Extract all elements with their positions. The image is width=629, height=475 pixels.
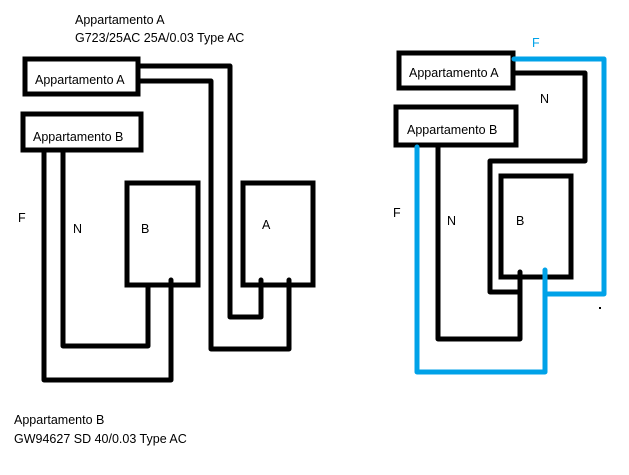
left-box-appartamento-a: [22, 56, 141, 97]
right-wire-f-a: [511, 56, 607, 297]
left-wire-a-2: [137, 78, 292, 352]
left-label-n: N: [73, 222, 83, 236]
right-label-n-top: N: [540, 92, 550, 106]
right-box-appartamento-a: [396, 50, 516, 91]
panel-a-title: Appartamento A: [75, 13, 165, 27]
left-wire-a-1: [137, 63, 264, 320]
panel-a-breaker: G723/25AC 25A/0.03 Type AC: [75, 31, 245, 45]
left-box-appartamento-b: [20, 111, 144, 153]
right-wire-n-b: [435, 144, 523, 342]
panel-b-title: Appartamento B: [14, 413, 105, 427]
left-appartamento-a-label: Appartamento A: [35, 73, 125, 87]
right-box-appartamento-b: [393, 104, 519, 148]
right-label-f: F: [393, 206, 401, 220]
right-box-b: [498, 173, 574, 280]
panel-b-breaker: GW94627 SD 40/0.03 Type AC: [14, 432, 187, 446]
right-wire-n-a: [487, 70, 588, 295]
left-appartamento-b-label: Appartamento B: [33, 130, 124, 144]
right-label-n: N: [447, 214, 457, 228]
left-box-a: [240, 180, 316, 288]
stray-dot: [599, 307, 601, 309]
right-wire-f-b: [414, 144, 548, 375]
left-box-b: [124, 180, 201, 288]
left-label-f: F: [18, 211, 26, 225]
left-wire-f-b: [41, 149, 174, 383]
right-box-b-label: B: [516, 214, 525, 228]
left-wire-n-b: [60, 149, 151, 349]
left-box-b-label: B: [141, 222, 150, 236]
right-label-f-top: F: [532, 36, 540, 50]
right-appartamento-a-label: Appartamento A: [409, 66, 499, 80]
right-appartamento-b-label: Appartamento B: [407, 123, 498, 137]
left-box-a-label: A: [262, 218, 271, 232]
